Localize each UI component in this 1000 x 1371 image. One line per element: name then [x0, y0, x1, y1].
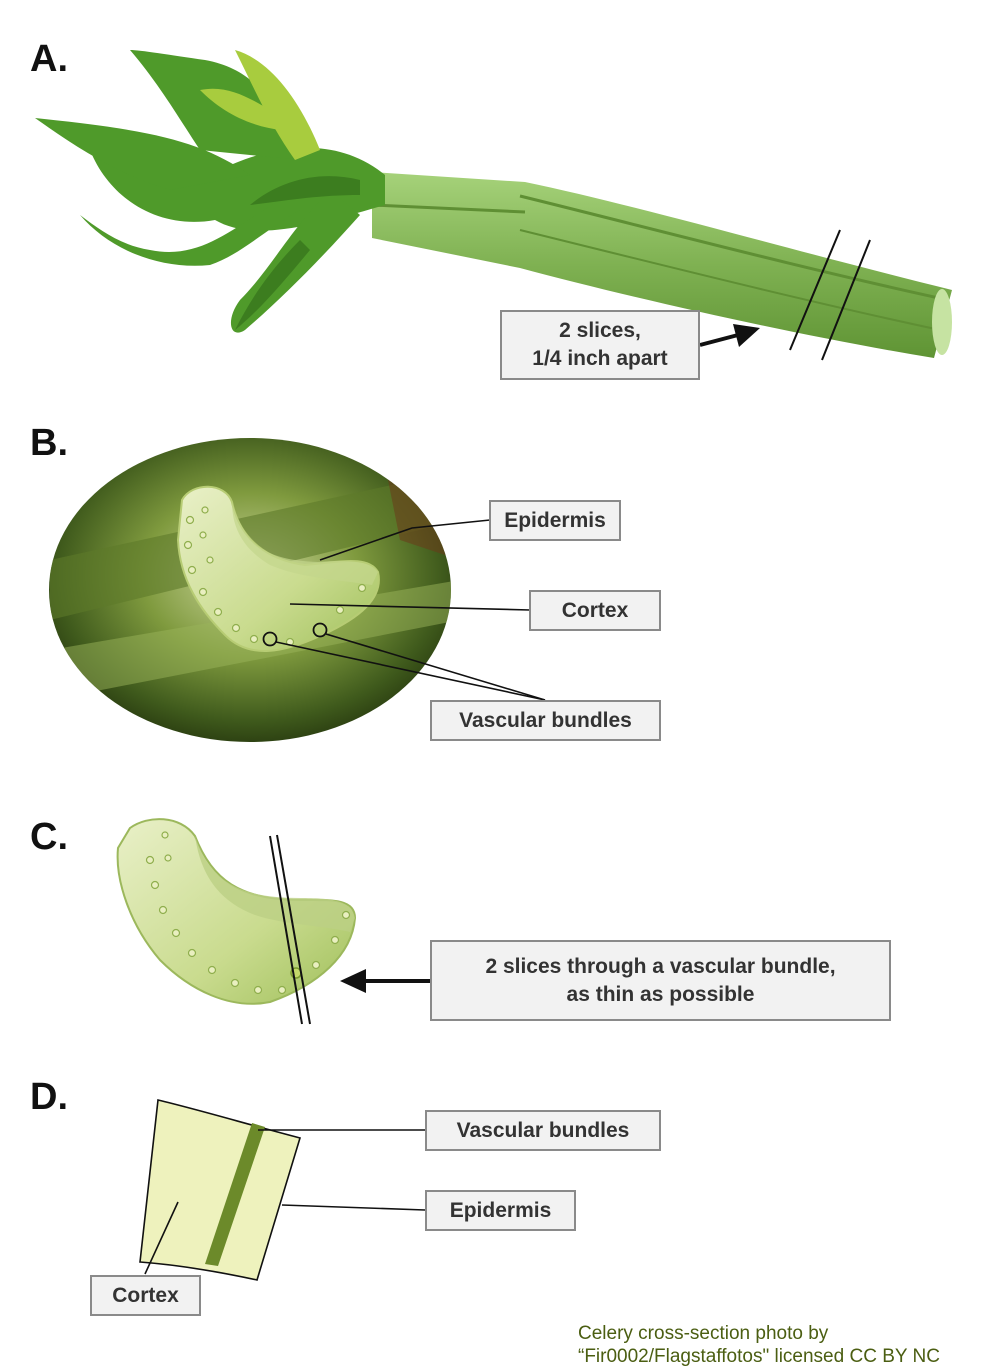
credit-line1: Celery cross-section photo by	[578, 1323, 829, 1344]
cut-line-1	[789, 229, 841, 351]
panel-letter-d: D.	[30, 1076, 68, 1118]
vascular-strip	[205, 1123, 265, 1266]
label-cortex-d: Cortex	[90, 1275, 201, 1316]
callout-c-line2: as thin as possible	[566, 982, 755, 1006]
cut-line-2	[821, 239, 871, 361]
arrow-a	[699, 324, 760, 347]
callout-a-line1: 2 slices,	[559, 319, 641, 342]
credit-line2: “Fir0002/Flagstaffotos" licensed CC BY N…	[578, 1346, 940, 1367]
callout-a-line2: 1/4 inch apart	[532, 347, 668, 370]
callout-slices-c: 2 slices through a vascular bundle, as t…	[430, 940, 891, 1021]
photo-credit: Celery cross-section photo by “Fir0002/F…	[578, 1322, 940, 1368]
label-epidermis-d: Epidermis	[425, 1190, 576, 1231]
thin-cut-line-2	[276, 834, 311, 1025]
label-cortex-b: Cortex	[529, 590, 661, 631]
panel-letter-b: B.	[30, 422, 68, 464]
panel-letter-c: C.	[30, 816, 68, 858]
label-vascular-bundles-b: Vascular bundles	[430, 700, 661, 741]
panel-letter-a: A.	[30, 38, 68, 80]
callout-c-line1: 2 slices through a vascular bundle,	[485, 954, 836, 978]
celery-stalk-illustration	[35, 50, 952, 358]
cut-section-illustration	[116, 818, 357, 1005]
thin-cut-line-1	[269, 835, 303, 1025]
arrow-c	[340, 969, 430, 993]
label-vascular-bundles-d: Vascular bundles	[425, 1110, 661, 1151]
leaders-d	[144, 1129, 426, 1275]
schematic-section	[139, 1099, 302, 1281]
leaders-b	[262, 519, 546, 701]
callout-slices-a: 2 slices, 1/4 inch apart	[500, 310, 700, 380]
cross-section-photo	[49, 438, 451, 742]
label-epidermis-b: Epidermis	[489, 500, 621, 541]
